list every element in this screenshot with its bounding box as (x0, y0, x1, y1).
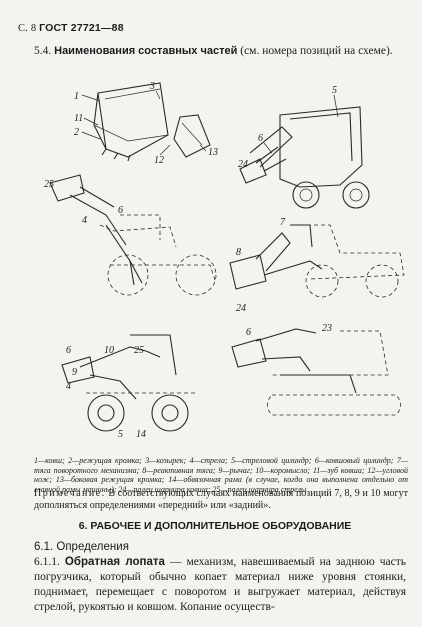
section-6-title: 6. РАБОЧЕЕ И ДОПОЛНИТЕЛЬНОЕ ОБОРУДОВАНИЕ (78, 520, 352, 532)
fig-label-1: 1 (74, 91, 79, 102)
fig-label-4b: 4 (66, 381, 71, 392)
section-6-1-1-term: Обратная лопата (64, 556, 165, 568)
section-5-4-heading: Наименования составных частей (54, 45, 238, 57)
note-label: Примечание. (34, 488, 106, 499)
loader-parts-figure: 1 11 2 3 12 13 5 6 24 (44, 81, 405, 440)
section-6-1-1: 6.1.1. Обратная лопата — механизм, навеш… (34, 555, 406, 615)
wheel-loader-drawing-3: 6 10 25 9 4 5 14 (61, 334, 196, 440)
fig-label-24: 24 (238, 159, 248, 170)
figure-caption: 1—ковш; 2—режущая кромка; 3—козырек; 4—с… (34, 456, 408, 494)
fig-label-13: 13 (208, 147, 218, 158)
fig-label-12: 12 (154, 155, 164, 166)
fig-label-5b: 5 (118, 429, 123, 440)
wheel-loader-drawing-1: 25 4 6 (44, 174, 217, 296)
fig-label-25b: 25 (134, 345, 144, 356)
section-5-4-number: 5.4. (34, 45, 52, 57)
fig-label-9: 9 (72, 367, 77, 378)
fig-label-10: 10 (104, 345, 114, 356)
bucket-drawing: 1 11 2 3 12 13 (74, 81, 218, 166)
fig-label-6d: 6 (246, 327, 251, 338)
fig-label-6b: 6 (118, 205, 123, 216)
section-5-4: 5.4. Наименования составных частей (см. … (34, 44, 404, 58)
fig-label-2: 2 (74, 127, 79, 138)
fig-label-25: 25 (44, 179, 54, 190)
page-header: С. 8 ГОСТ 27721—88 (18, 22, 124, 34)
wheel-loader-drawing-2: 7 8 24 (229, 217, 405, 314)
standard-designation: ГОСТ 27721—88 (39, 22, 124, 34)
tracked-loader-drawing: 6 23 (231, 323, 401, 416)
note: Примечание. В соответствующих случаях на… (34, 488, 408, 512)
fig-label-7: 7 (280, 217, 286, 228)
page-number: С. 8 (18, 23, 37, 34)
fig-label-3: 3 (149, 81, 155, 92)
fig-label-23: 23 (322, 323, 332, 334)
fig-label-14: 14 (136, 429, 146, 440)
fig-label-5: 5 (332, 85, 337, 96)
fig-label-24b: 24 (236, 303, 246, 314)
fig-label-4: 4 (82, 215, 87, 226)
section-6-1-title: 6.1. Определения (34, 541, 129, 553)
skid-loader-drawing: 5 6 24 (238, 85, 370, 209)
section-6-1-1-text: — механизм, навешиваемый на заднюю часть… (34, 556, 406, 613)
fig-label-6c: 6 (66, 345, 71, 356)
note-text: В соответствующих случаях наименования п… (34, 488, 408, 511)
fig-label-6: 6 (258, 133, 263, 144)
section-5-4-text: (см. номера позиций на схеме). (240, 45, 393, 57)
fig-label-11: 11 (74, 113, 83, 124)
fig-label-8: 8 (236, 247, 241, 258)
section-6-1-1-number: 6.1.1. (34, 556, 60, 568)
